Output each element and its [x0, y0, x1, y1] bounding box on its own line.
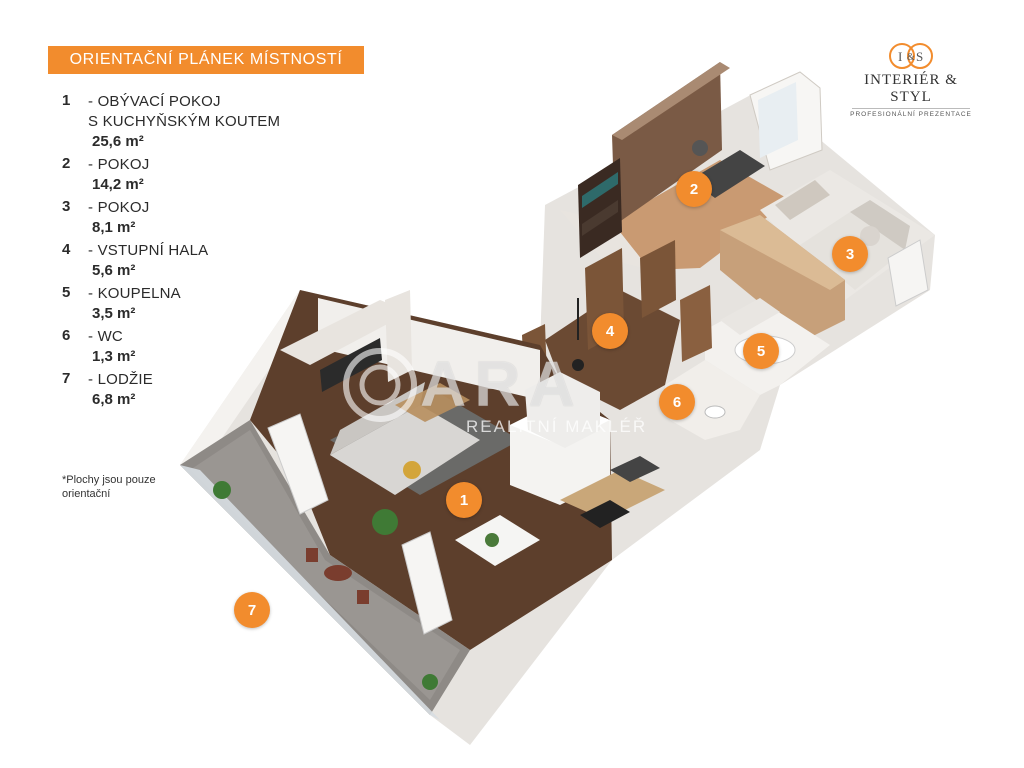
plan-title-banner: ORIENTAČNÍ PLÁNEK MÍSTNOSTÍ [48, 46, 364, 74]
room-marker-7: 7 [234, 592, 270, 628]
room-area: 14,2 m² [92, 176, 144, 193]
svg-text:I: I [898, 49, 902, 64]
svg-text:S: S [916, 49, 923, 64]
room-area: 6,8 m² [92, 391, 136, 408]
area-disclaimer: *Plochy jsou pouze orientační [62, 474, 156, 500]
room-1-living [250, 290, 665, 650]
room-number: 3 [62, 198, 71, 215]
room-number: 4 [62, 241, 71, 258]
room-list: 1 - OBÝVACÍ POKOJ S KUCHYŇSKÝM KOUTEM 25… [60, 92, 300, 413]
room-marker-label: 2 [689, 180, 699, 198]
room-item-1: 1 - OBÝVACÍ POKOJ S KUCHYŇSKÝM KOUTEM 25… [60, 92, 300, 152]
room-item-5: 5 - KOUPELNA 3,5 m² [60, 284, 300, 324]
room-area: 1,3 m² [92, 348, 136, 365]
logo-name: INTERIÉR & STYL [864, 72, 958, 105]
room-marker-label: 3 [845, 245, 855, 263]
plan-title: ORIENTAČNÍ PLÁNEK MÍSTNOSTÍ [69, 51, 343, 68]
room-number: 1 [62, 92, 71, 109]
room-name: - POKOJ [88, 156, 150, 173]
logo-monogram-icon: I & S [889, 43, 933, 69]
logo-subtitle: PROFESIONÁLNÍ PREZENTACE [850, 111, 972, 118]
room-2-floor [560, 62, 790, 270]
room-area: 5,6 m² [92, 262, 136, 279]
room-marker-label: 1 [459, 491, 469, 509]
room-number: 6 [62, 327, 71, 344]
interier-styl-logo: I & S INTERIÉR & STYL PROFESIONÁLNÍ PREZ… [846, 42, 976, 118]
room-marker-2: 2 [676, 171, 712, 207]
room-7-loggia [180, 420, 470, 720]
room-marker-1: 1 [446, 482, 482, 518]
room-marker-3: 3 [832, 236, 868, 272]
wood-partition [720, 215, 845, 340]
room-marker-4: 4 [592, 313, 628, 349]
room-number: 5 [62, 284, 71, 301]
room-marker-label: 5 [756, 342, 766, 360]
room-name: - POKOJ [88, 199, 150, 216]
room-name: - VSTUPNÍ HALA [88, 242, 209, 259]
room-marker-label: 4 [605, 322, 615, 340]
room-area: 25,6 m² [92, 133, 144, 150]
room-item-3: 3 - POKOJ 8,1 m² [60, 198, 300, 238]
room-name: - KOUPELNA [88, 285, 181, 302]
room-area: 8,1 m² [92, 219, 136, 236]
room-name: - WC [88, 328, 123, 345]
room-item-2: 2 - POKOJ 14,2 m² [60, 155, 300, 195]
room-marker-5: 5 [743, 333, 779, 369]
room-name: - OBÝVACÍ POKOJ S KUCHYŇSKÝM KOUTEM [88, 93, 281, 130]
room-name: - LODŽIE [88, 371, 153, 388]
room-marker-6: 6 [659, 384, 695, 420]
room-item-7: 7 - LODŽIE 6,8 m² [60, 370, 300, 410]
room-marker-label: 7 [247, 601, 257, 619]
room-6-wc [665, 360, 760, 440]
logo-divider [852, 108, 970, 109]
loggia-windows [267, 239, 929, 635]
room-item-6: 6 - WC 1,3 m² [60, 327, 300, 367]
room-item-4: 4 - VSTUPNÍ HALA 5,6 m² [60, 241, 300, 281]
room-area: 3,5 m² [92, 305, 136, 322]
room-number: 2 [62, 155, 71, 172]
room-marker-label: 6 [672, 393, 682, 411]
room-number: 7 [62, 370, 71, 387]
svg-text:&: & [907, 52, 915, 63]
